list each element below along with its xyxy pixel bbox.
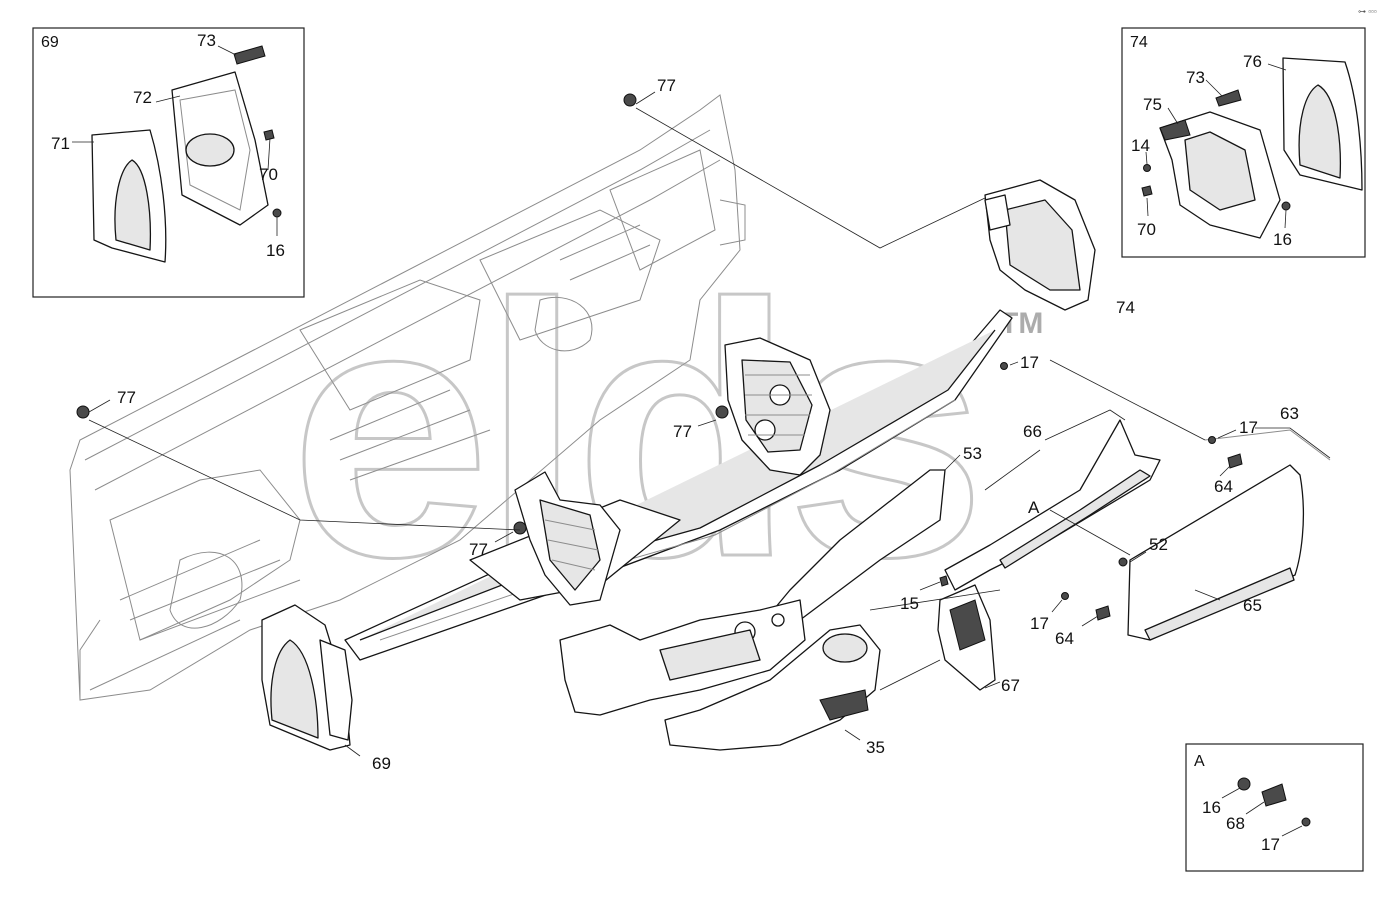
corner-code: ⊶ ▫▫▫	[1358, 7, 1377, 16]
callout-77-low: 77	[469, 540, 488, 559]
inset-a-nut-16	[1237, 777, 1251, 791]
inset-74-box: 74 73 76 75 14 70 16	[1121, 27, 1366, 258]
callout-17-c: 17	[1030, 614, 1049, 633]
callout-a-68: 68	[1226, 814, 1245, 833]
inset-a-bracket-68	[1261, 783, 1287, 807]
inset-74-plate-73	[1215, 89, 1242, 107]
inset-74-clip-14	[1143, 164, 1151, 172]
leader-lines	[88, 91, 1331, 757]
callout-63: 63	[1280, 404, 1299, 423]
inset-a-nut-17	[1301, 817, 1311, 827]
callout-a-17: 17	[1261, 835, 1280, 854]
fastener-77-mid	[715, 405, 729, 419]
callout-17-a: 17	[1020, 353, 1039, 372]
cowl-panel	[69, 94, 746, 701]
callout-52: 52	[1149, 535, 1168, 554]
inset-74-nut-16	[1281, 201, 1291, 211]
callout-74-14: 14	[1131, 136, 1150, 155]
fastener-77-top	[623, 93, 637, 107]
inset-69-plate-73	[233, 45, 266, 65]
inset-a-title: A	[1194, 753, 1205, 770]
callout-labels: 77 77 77 77 74 17 63 17 66 53 64 A 52 15…	[117, 76, 1299, 773]
callout-64-a: 64	[1214, 477, 1233, 496]
fastener-17-b	[1208, 436, 1216, 444]
callout-a-16: 16	[1202, 798, 1221, 817]
inset-74-clip-70	[1141, 185, 1153, 197]
callout-74-70: 70	[1137, 220, 1156, 239]
part-67-vent	[937, 584, 996, 691]
callout-35: 35	[866, 738, 885, 757]
callout-77-left: 77	[117, 388, 136, 407]
fastener-64-a	[1227, 453, 1243, 469]
callout-69-main: 69	[372, 754, 391, 773]
fastener-15	[939, 575, 949, 587]
callout-17-b: 17	[1239, 418, 1258, 437]
watermark: elds TM	[289, 229, 1044, 634]
callout-69-16: 16	[266, 241, 285, 260]
lower-console	[559, 599, 806, 716]
callout-15: 15	[900, 594, 919, 613]
fastener-64-b	[1095, 605, 1111, 621]
callout-69-73: 73	[197, 31, 216, 50]
part-65-lid	[1127, 464, 1305, 641]
fastener-77-low	[513, 521, 527, 535]
part-63-bracket	[1204, 429, 1331, 461]
center-bracket	[724, 337, 831, 476]
callout-74-75: 75	[1143, 95, 1162, 114]
part-35-shelf	[664, 624, 881, 751]
callout-67: 67	[1001, 676, 1020, 695]
callout-69-72: 72	[133, 88, 152, 107]
callout-66: 66	[1023, 422, 1042, 441]
callout-74-16: 16	[1273, 230, 1292, 249]
callout-64-b: 64	[1055, 629, 1074, 648]
inset-69-title: 69	[41, 34, 59, 51]
part-66-trim	[944, 419, 1161, 591]
fasteners	[76, 93, 1243, 621]
callout-74-73: 73	[1186, 68, 1205, 87]
callout-69-70: 70	[259, 165, 278, 184]
callout-65: 65	[1243, 596, 1262, 615]
callout-53: 53	[963, 444, 982, 463]
fastener-17-a	[1000, 362, 1008, 370]
inset-69-nut-16	[272, 208, 282, 218]
fastener-17-c	[1061, 592, 1069, 600]
fastener-77-left	[76, 405, 90, 419]
callout-74-76: 76	[1243, 52, 1262, 71]
part-74-bracket	[984, 179, 1096, 311]
inset-a-box: A 16 68 17	[1185, 743, 1364, 872]
callout-77-mid: 77	[673, 422, 692, 441]
callout-69-71: 71	[51, 134, 70, 153]
callout-74-main: 74	[1116, 298, 1135, 317]
fastener-52	[1118, 557, 1128, 567]
callout-77-top: 77	[657, 76, 676, 95]
part-69-cover	[261, 604, 353, 751]
callout-a-marker: A	[1028, 498, 1040, 517]
inset-69-box: 69 73 72 71 70 16	[32, 27, 305, 298]
left-bracket	[514, 471, 621, 606]
inset-74-title: 74	[1130, 34, 1148, 51]
inset-69-clip-70	[263, 129, 275, 141]
